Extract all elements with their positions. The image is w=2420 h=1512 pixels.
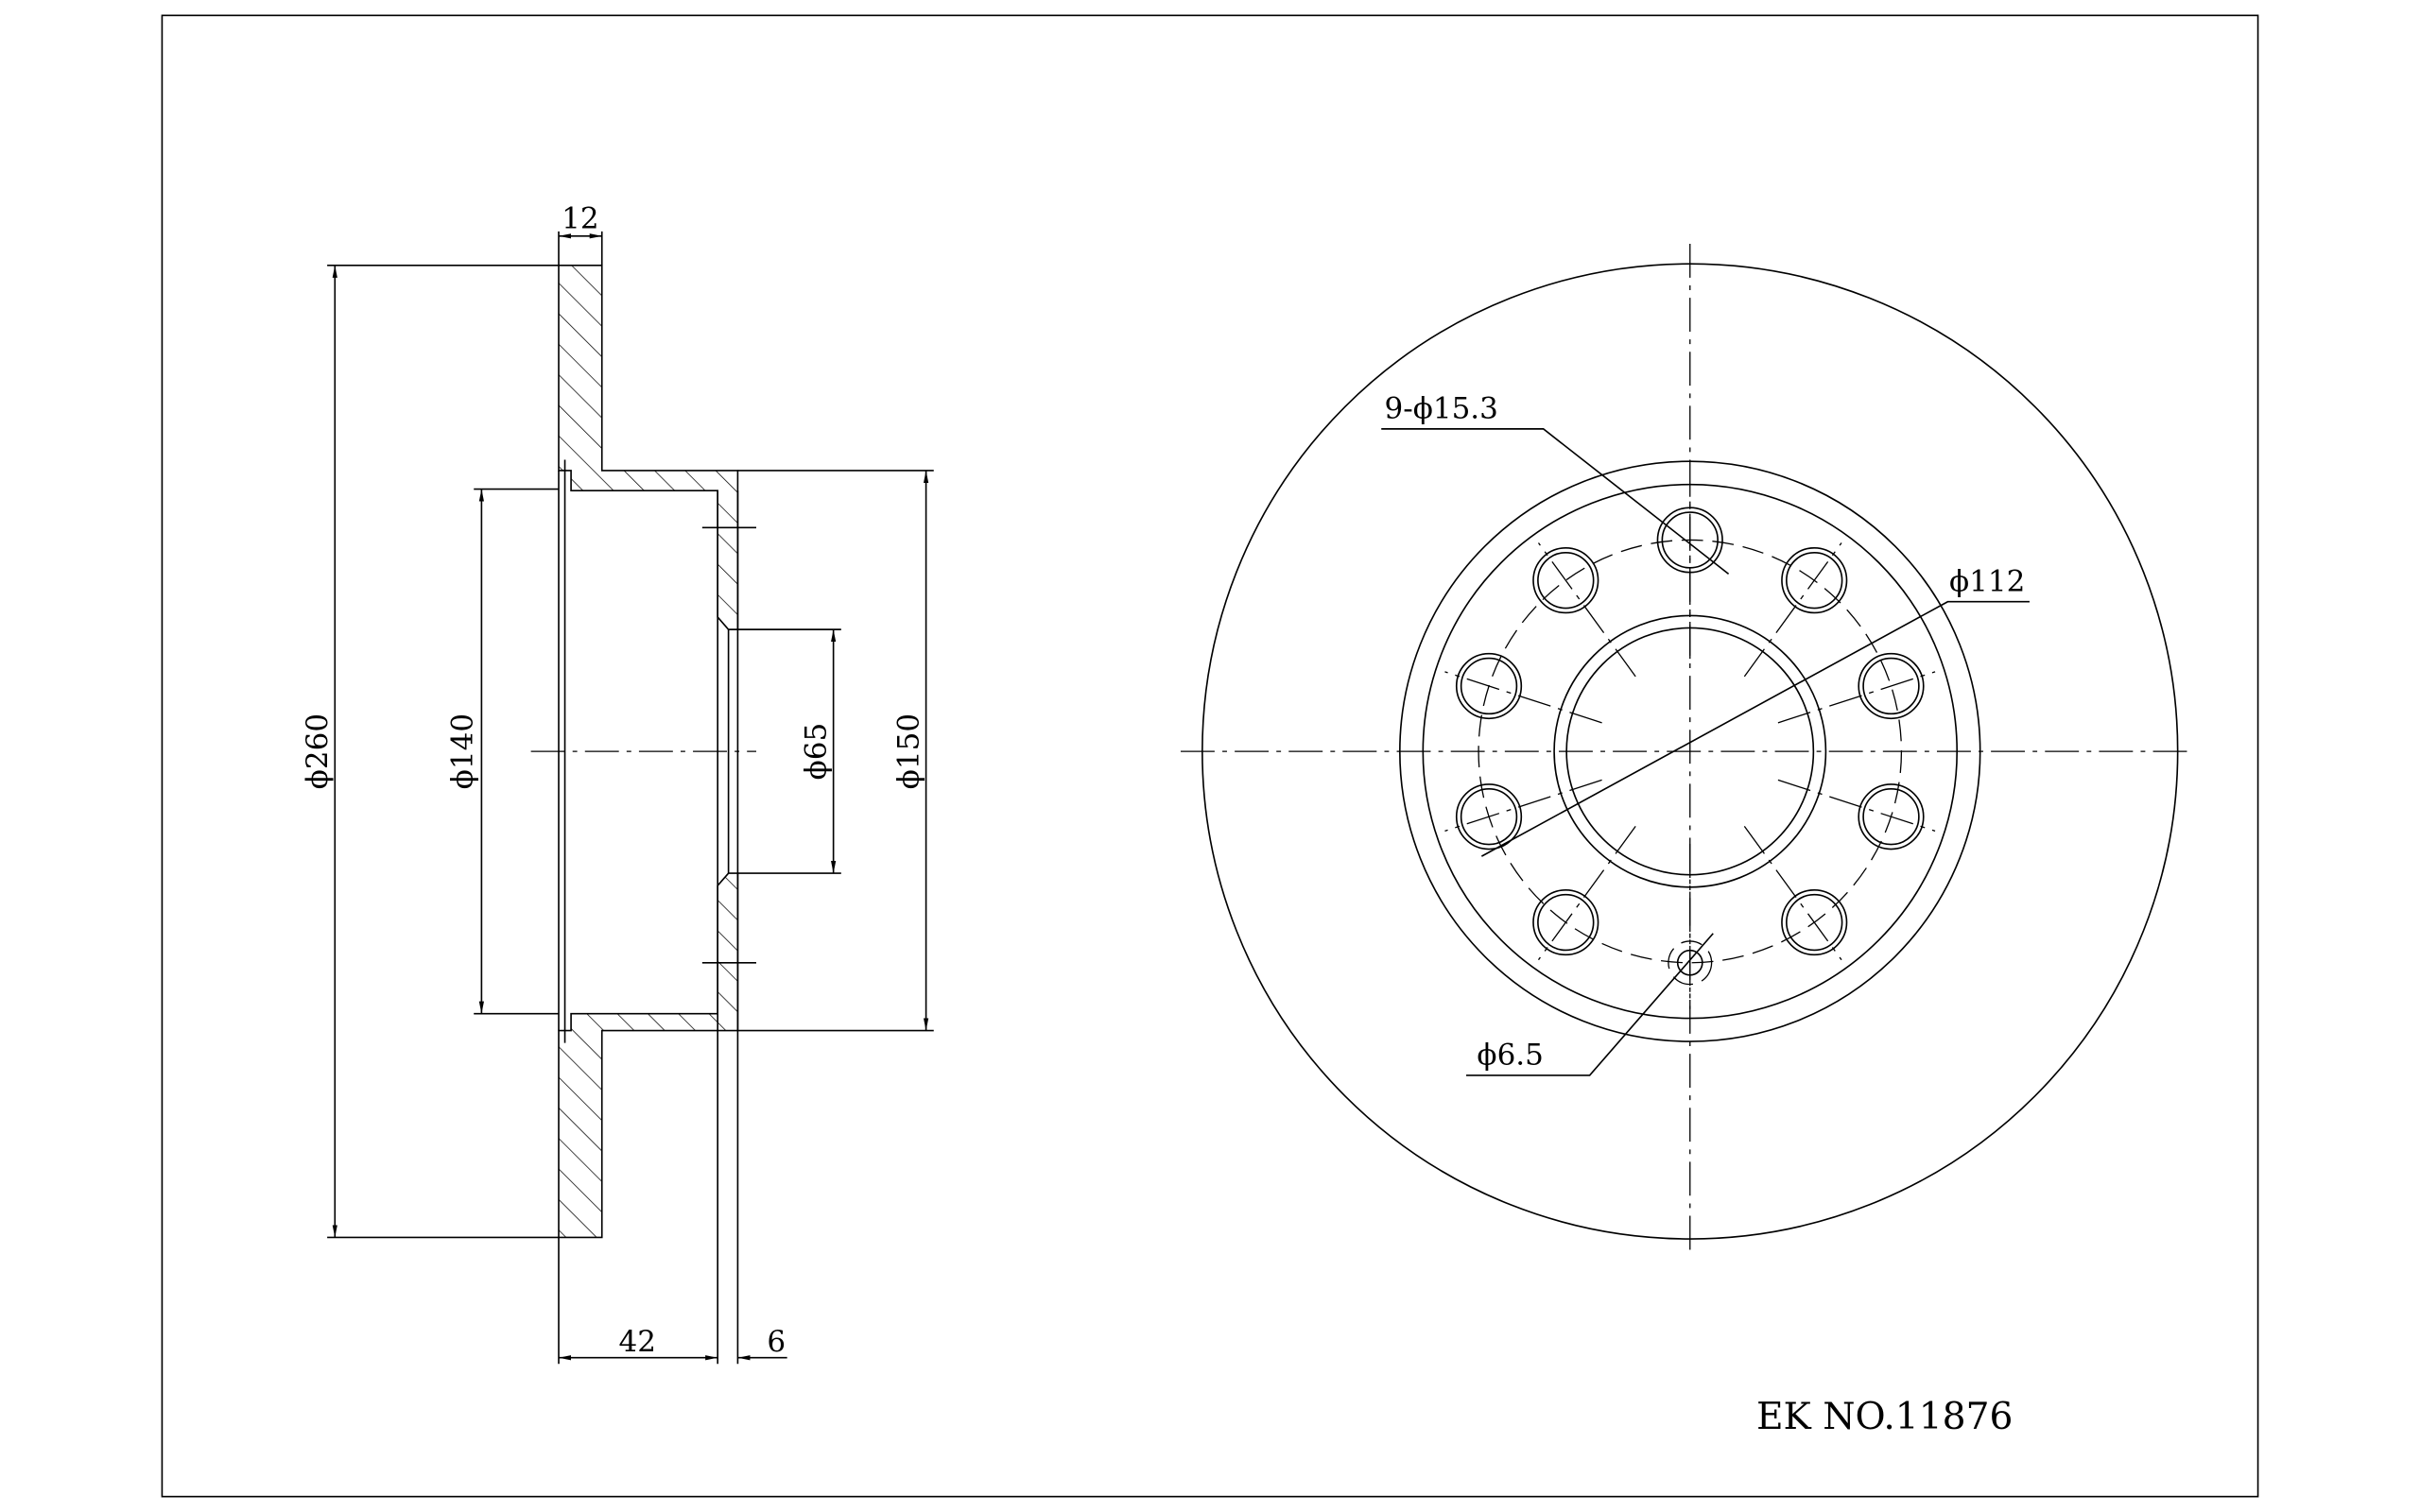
dim-hat-inner: ϕ140 (446, 713, 480, 789)
hole-axis-line (1444, 671, 1602, 724)
bolt-hole-inner (1786, 893, 1843, 952)
bolt-hole (1781, 888, 1848, 956)
bolt-hole-inner (1537, 893, 1595, 952)
bolt-hole-inner (1537, 551, 1595, 610)
side-section-view: 12 ϕ260 ϕ140 ϕ65 ϕ150 42 6 (301, 202, 934, 1365)
dim-thickness: 12 (562, 202, 598, 236)
dim-center-bore: ϕ65 (799, 723, 833, 781)
bolt-hole-inner (1661, 511, 1719, 569)
dim-hat-face: 6 (767, 1325, 786, 1359)
drawing-border (161, 14, 2259, 1498)
bolt-hole (1532, 547, 1599, 614)
part-number: EK NO.11876 (1756, 1396, 2013, 1438)
hole-axis-line (1777, 671, 1936, 724)
bolt-hole (1858, 652, 1925, 720)
hole-axis-line (1537, 825, 1636, 961)
hole-axis-line (1743, 825, 1842, 961)
bolt-hole (1532, 888, 1599, 956)
bolt-hole (1455, 783, 1523, 850)
disc-section-bottom (558, 872, 739, 1239)
dim-hat-outer: ϕ150 (891, 713, 925, 789)
bolt-hole-inner (1460, 657, 1518, 715)
label-bolt-circle: ϕ112 (1949, 564, 2025, 598)
dim-height: 42 (619, 1325, 656, 1359)
dim-outer-diameter: ϕ260 (301, 713, 335, 789)
bolt-hole-inner (1460, 788, 1518, 846)
hole-axis-line (1743, 542, 1842, 678)
bolt-hole-inner (1786, 551, 1843, 610)
bolt-hole (1858, 783, 1925, 850)
disc-section-top (558, 265, 739, 630)
label-pin-hole: ϕ6.5 (1477, 1039, 1543, 1073)
pin-hole-outline (1668, 940, 1713, 986)
bolt-hole (1656, 507, 1723, 574)
front-view: 9-ϕ15.3 ϕ112 ϕ6.5 (1180, 243, 2195, 1258)
bolt-hole (1455, 652, 1523, 720)
hole-axis-line (1537, 542, 1636, 678)
hole-axis-line (1444, 779, 1602, 832)
bolt-hole-inner (1862, 657, 1920, 715)
pin-hole (1676, 949, 1703, 976)
bolt-hole-inner (1862, 788, 1920, 846)
label-bolt-holes: 9-ϕ15.3 (1384, 391, 1497, 425)
bolt-hole (1781, 547, 1848, 614)
hole-axis-line (1777, 779, 1936, 832)
